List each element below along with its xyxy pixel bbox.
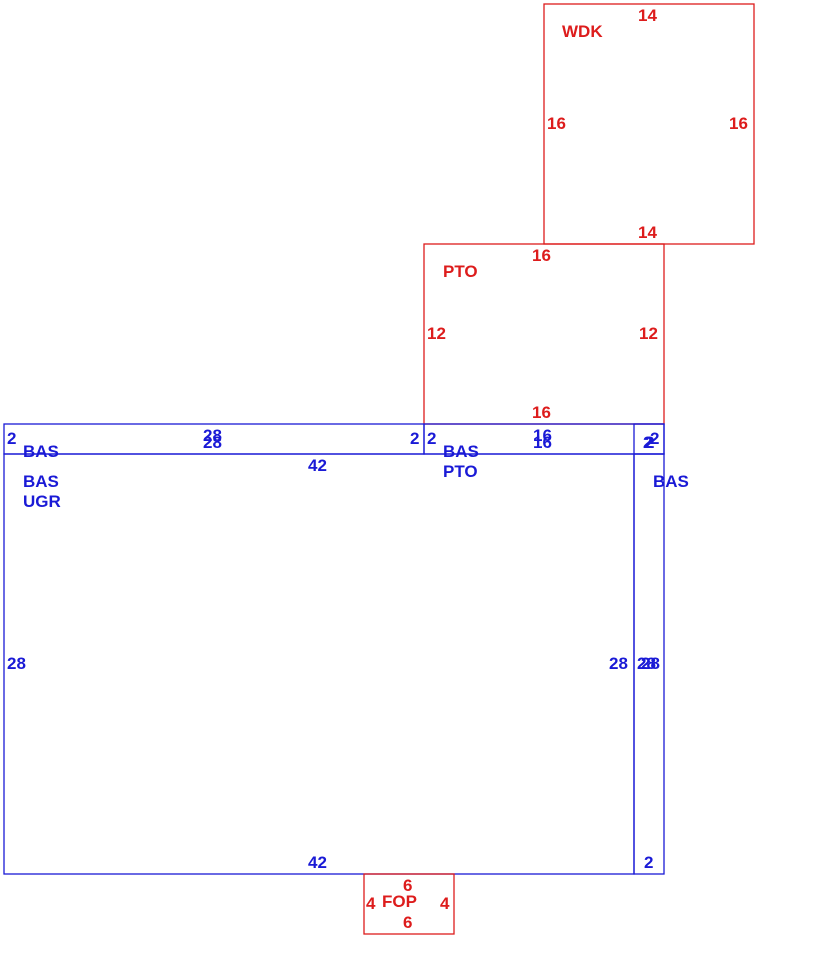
fop-outline [363, 873, 455, 935]
bas-corner-area: 2 [633, 423, 665, 455]
fop-bottom-dimension: 6 [403, 913, 412, 932]
bas-corner-outline [633, 423, 665, 455]
fop-area: FOP 6 6 4 4 [363, 873, 455, 935]
bas-strip-left-left-dimension: 2 [7, 429, 16, 448]
bas-strip-mid-right-dimension: 2 [643, 433, 652, 452]
bas-main-code-label: BAS [23, 472, 59, 491]
bas-main-left-dimension: 28 [7, 654, 26, 673]
bas-main-bottom-dimension: 42 [308, 853, 327, 872]
bas-strip-left: BAS 28 28 2 2 [3, 423, 425, 461]
bas-main-right-dimension: 28 [609, 654, 628, 673]
wdk-top-dimension: 14 [638, 6, 657, 25]
fop-right-dimension: 4 [440, 894, 450, 913]
pto-right-dimension: 12 [639, 324, 658, 343]
pto-left-dimension: 12 [427, 324, 446, 343]
bas-main-sub-label: UGR [23, 492, 61, 511]
bas-strip-left-right-dimension: 2 [410, 429, 419, 448]
wdk-left-dimension: 16 [547, 114, 566, 133]
bas-strip-left-bottom-dimension: 28 [203, 433, 222, 452]
fop-top-dimension: 6 [403, 876, 412, 895]
wdk-bottom-dimension: 14 [638, 223, 657, 242]
bas-strip-left-code-label: BAS [23, 442, 59, 461]
bas-side-bottom-dimension: 2 [644, 853, 653, 872]
bas-strip-mid-sub-label: PTO [443, 462, 478, 481]
wdk-right-dimension: 16 [729, 114, 748, 133]
bas-main-top-dimension: 42 [308, 456, 327, 475]
bas-side-left-dimension: 28 [637, 654, 656, 673]
bas-strip-mid-code-label: BAS [443, 442, 479, 461]
bas-side-right-dimension: 28 [641, 654, 660, 673]
pto-top-dimension: 16 [532, 246, 551, 265]
pto-code-label: PTO [443, 262, 478, 281]
bas-side-area: BAS 2 2 28 28 [633, 433, 689, 875]
pto-area: PTO 16 12 12 16 [423, 243, 665, 425]
bas-corner-top-dimension: 2 [650, 429, 659, 448]
bas-main-area: BAS UGR 42 42 28 28 [3, 453, 635, 875]
bas-strip-mid-bottom-dimension: 16 [533, 433, 552, 452]
bas-strip-mid-top-dimension: 16 [533, 426, 552, 445]
bas-side-code-label: BAS [653, 472, 689, 491]
bas-side-top-dimension: 2 [645, 433, 654, 452]
wdk-code-label: WDK [562, 22, 603, 41]
wdk-area: WDK 14 16 16 14 [543, 3, 755, 245]
bas-strip-left-top-dimension: 28 [203, 426, 222, 445]
bas-strip-mid-left-dimension: 2 [427, 429, 436, 448]
fop-code-label: FOP [382, 892, 417, 911]
fop-left-dimension: 4 [366, 894, 376, 913]
bas-main-outline [3, 453, 635, 875]
bas-strip-mid: BAS PTO 16 16 2 2 [423, 423, 665, 481]
pto-bottom-dimension: 16 [532, 403, 551, 422]
